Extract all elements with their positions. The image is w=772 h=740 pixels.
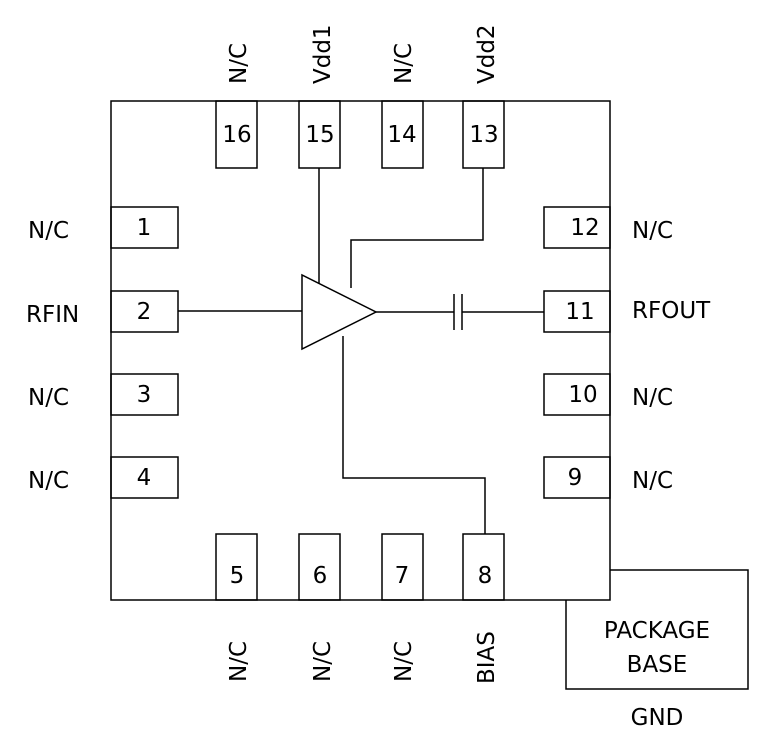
pin-5-label: N/C: [226, 641, 252, 682]
pin-12-number: 12: [570, 215, 599, 241]
pin-9-label: N/C: [632, 468, 673, 494]
pin-8-label: BIAS: [474, 631, 500, 684]
package-body: [110, 100, 611, 601]
package-base-label-1: PACKAGE: [604, 618, 710, 644]
pin-6: 6: [298, 533, 341, 601]
pin-16-pad: [215, 100, 258, 169]
pin-4: 4: [110, 456, 179, 499]
pin-16-label: N/C: [226, 43, 252, 84]
pin-9: 9: [543, 456, 611, 499]
pin-14: 14: [381, 100, 424, 169]
gnd-label: GND: [631, 705, 684, 731]
pin-1: 1: [110, 206, 179, 249]
pin-8-pad: [462, 533, 505, 601]
pin-2-number: 2: [137, 299, 152, 325]
pin-11-label: RFOUT: [632, 298, 711, 324]
package-base-label-2: BASE: [627, 652, 688, 678]
pin-5: 5: [215, 533, 258, 601]
pin-16: 16: [215, 100, 258, 169]
pin-10: 10: [543, 373, 611, 416]
pin-11: 11: [543, 290, 611, 333]
pin-6-number: 6: [313, 563, 328, 589]
pin-12: 12: [543, 206, 611, 249]
pin-14-label: N/C: [391, 43, 417, 84]
pin-8-number: 8: [478, 563, 493, 589]
pin-9-number: 9: [568, 465, 583, 491]
pin-9-pad: [543, 456, 611, 499]
pin-10-pad: [543, 373, 611, 416]
pin-4-number: 4: [137, 465, 152, 491]
pin-3-pad: [110, 373, 179, 416]
pin-12-pad: [543, 206, 611, 249]
pin-7-label: N/C: [391, 641, 417, 682]
pin-3-number: 3: [137, 382, 152, 408]
pin-10-number: 10: [568, 382, 597, 408]
pin-11-number: 11: [565, 299, 594, 325]
pin-15-number: 15: [305, 122, 334, 148]
vdd2-trace: [350, 168, 484, 288]
pin-2-label: RFIN: [26, 302, 79, 328]
pin-4-label: N/C: [28, 468, 69, 494]
pin-13: 13: [462, 100, 505, 169]
pin-1-label: N/C: [28, 218, 69, 244]
amplifier-symbol: [301, 273, 378, 351]
pin-7-pad: [381, 533, 424, 601]
pin-6-label: N/C: [310, 641, 336, 682]
pin-10-label: N/C: [632, 385, 673, 411]
pin-3-label: N/C: [28, 385, 69, 411]
pin-1-pad: [110, 206, 179, 249]
pin-13-number: 13: [469, 122, 498, 148]
pin-16-number: 16: [222, 122, 251, 148]
bias-trace: [342, 336, 486, 534]
pin-7-number: 7: [395, 563, 410, 589]
pin-6-pad: [298, 533, 341, 601]
pin-12-label: N/C: [632, 218, 673, 244]
pin-14-number: 14: [387, 122, 416, 148]
pin-1-number: 1: [137, 215, 152, 241]
pin-15: 15: [298, 100, 341, 169]
pin-5-pad: [215, 533, 258, 601]
pin-2: 2: [110, 290, 179, 333]
pin-13-label: Vdd2: [474, 24, 500, 84]
pin-4-pad: [110, 456, 179, 499]
pin-14-pad: [381, 100, 424, 169]
pin-3: 3: [110, 373, 179, 416]
pin-5-number: 5: [230, 563, 245, 589]
package-base-tab: [565, 569, 749, 690]
pin-7: 7: [381, 533, 424, 601]
pin-8: 8: [462, 533, 505, 601]
pin-15-label: Vdd1: [310, 24, 336, 84]
